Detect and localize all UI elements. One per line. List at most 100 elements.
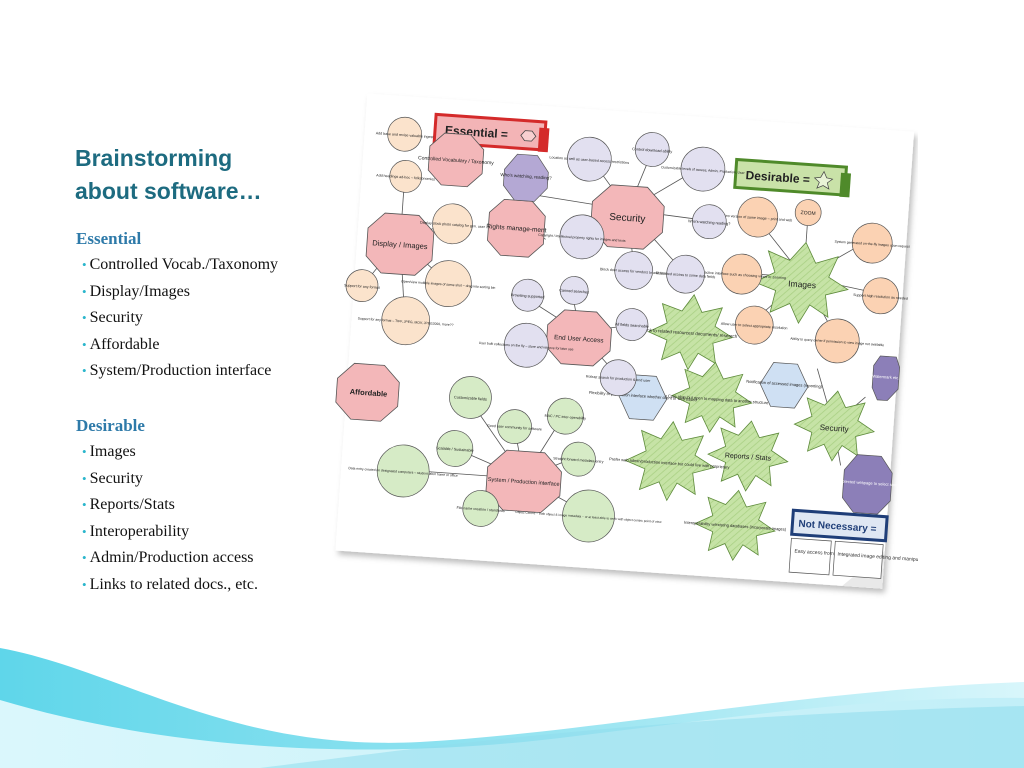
node-rights-management: Rights manage-ment — [486, 198, 547, 258]
desirable-list: •Images •Security •Reports/Stats •Intero… — [76, 439, 258, 598]
node-security-desirable: Security — [793, 390, 876, 462]
node-interoperability: Interoperability w/existing databases (i… — [684, 489, 787, 561]
svg-text:Scalable / Sustainable: Scalable / Sustainable — [436, 446, 474, 453]
legend-desirable: Desirable = — [733, 157, 852, 198]
node-location-restrictions: Location as well as user-based access re… — [549, 136, 629, 182]
node-customizable-fields: Customizable fields — [449, 376, 492, 419]
bullet-dot-icon: • — [82, 363, 87, 378]
list-item: •Interoperability — [82, 522, 190, 540]
svg-text:Location as well as user-based: Location as well as user-based access re… — [549, 155, 629, 165]
bullet-dot-icon: • — [82, 550, 87, 565]
node-dublin-core: Dublin Core okay but open to mapping dat… — [655, 361, 769, 434]
node-images-desirable: Images — [753, 241, 849, 325]
node-notification: Notification of accessed images (reporti… — [746, 362, 823, 409]
node-allow-user: Allow user to select appropriate resolut… — [721, 305, 788, 345]
slide-title-line-2: about software… — [75, 178, 262, 204]
svg-text:User built collections on the: User built collections on the fly – stor… — [479, 341, 574, 352]
bullet-dot-icon: • — [82, 257, 87, 272]
svg-text:Canned searches: Canned searches — [559, 288, 589, 294]
svg-text:Block door access for vendors: Block door access for vendors to and fro… — [600, 267, 667, 276]
svg-text:Support for any format – TIFF,: Support for any format – TIFF, JPEG, MOV… — [358, 316, 454, 327]
bullet-dot-icon: • — [82, 336, 87, 352]
section-heading-essential: Essential — [76, 229, 142, 248]
node-system-generated: System generated on-the-fly images upon … — [834, 222, 910, 264]
slide-title: Brainstorming about software… — [75, 142, 262, 208]
node-data-entry: Data entry created on designated compute… — [348, 444, 458, 498]
svg-text:File name creation / standards: File name creation / standards — [456, 506, 505, 513]
node-customizable-access: Customizable levels of access, Admin, Pr… — [661, 146, 746, 192]
svg-text:Copyright / intellectual prope: Copyright / intellectual property rights… — [538, 233, 626, 243]
svg-text:Customizable fields: Customizable fields — [454, 395, 487, 401]
node-mac-pc: MAC / PC inter-operability — [544, 397, 586, 435]
svg-text:Open/view multiple images of s: Open/view multiple images of same shot –… — [401, 279, 496, 290]
node-display-stock: Display stock photo catalog for gen. use… — [420, 203, 486, 245]
list-item: •System/Production interface — [82, 362, 272, 379]
integrated-editing-box — [832, 540, 884, 579]
slide-title-line-1: Brainstorming — [75, 145, 233, 171]
svg-text:Add headings ad-hoc – folksono: Add headings ad-hoc – folksonomies — [376, 173, 435, 181]
list-item: •Reports/Stats — [82, 496, 175, 513]
svg-text:Data entry created on designat: Data entry created on designated compute… — [348, 466, 458, 478]
svg-text:Browsing supported: Browsing supported — [511, 293, 545, 299]
node-password-protected: Password protected webpage to select sto… — [820, 454, 915, 515]
node-controlled-vocabulary: Controlled Vocabulary / Taxonomy — [418, 132, 494, 188]
essential-section: Essential •Controlled Vocab./Taxonomy •D… — [76, 226, 278, 385]
svg-text:Display stock photo catalog fo: Display stock photo catalog for gen. use… — [420, 221, 486, 230]
node-user-built: User built collections on the fly – stor… — [479, 322, 574, 368]
legend-not-necessary: Not Necessary = — [790, 508, 889, 543]
svg-text:Ability to query owner if perm: Ability to query owner if permission to … — [790, 337, 884, 348]
svg-text:Support for any format: Support for any format — [344, 283, 380, 289]
node-interactive-interface: Interactive interface such as choosing v… — [697, 253, 786, 295]
svg-text:Notification of accessed image: Notification of accessed images (reporti… — [746, 379, 823, 389]
node-canned-searches: Canned searches — [559, 276, 589, 305]
node-control-download: Control download ability — [632, 132, 672, 167]
svg-text:Robust search for production &: Robust search for production & end user — [586, 374, 651, 383]
node-watermark: Watermark etc. — [871, 355, 900, 401]
essential-list: •Controlled Vocab./Taxonomy •Display/Ima… — [76, 252, 278, 385]
node-support-any: Support for any format — [344, 269, 380, 302]
svg-text:Who's watching, reading?: Who's watching, reading? — [500, 172, 552, 181]
node-robust-search: Robust search for production & end user — [586, 359, 651, 397]
node-block-door: Block door access for vendors to and fro… — [600, 251, 667, 290]
list-item: •Security — [82, 309, 143, 326]
svg-text:Watermark etc.: Watermark etc. — [872, 373, 899, 380]
brainstorm-diagram-photo: Essential = Desirable = Not Necessary = … — [335, 93, 918, 589]
bullet-dot-icon: • — [82, 523, 87, 539]
list-item: •Security — [82, 469, 143, 487]
svg-text:Display / Images: Display / Images — [372, 238, 428, 251]
node-display-images: Display / Images — [365, 212, 435, 276]
list-item: •Admin/Production access — [82, 549, 254, 566]
bullet-dot-icon: • — [82, 470, 87, 486]
svg-text:Good user community for softwa: Good user community for software — [487, 424, 542, 432]
bullet-dot-icon: • — [82, 283, 87, 299]
section-heading-desirable: Desirable — [76, 416, 145, 435]
list-item: •Affordable — [82, 335, 160, 353]
svg-text:Customizable levels of access,: Customizable levels of access, Admin, Pr… — [661, 165, 746, 175]
svg-text:Security: Security — [609, 212, 646, 225]
svg-text:All fields searchable: All fields searchable — [615, 322, 649, 328]
bullet-dot-icon: • — [82, 576, 87, 592]
node-ability-to-query: Ability to query owner if permission to … — [790, 318, 884, 364]
svg-text:Rights manage-ment: Rights manage-ment — [486, 223, 547, 234]
node-affordable: Affordable — [335, 362, 400, 422]
node-support-formats: Support for any format – TIFF, JPEG, MOV… — [358, 296, 454, 346]
node-scalable: Scalable / Sustainable — [436, 430, 474, 467]
node-reports-stats: Reports / Stats — [707, 420, 789, 492]
svg-text:System generated on-the-fly im: System generated on-the-fly images upon … — [834, 239, 909, 248]
node-system-production-interface: System / Production interface — [485, 449, 562, 514]
node-good-user-community: Good user community for software — [487, 409, 542, 444]
svg-text:Support high resolution as nee: Support high resolution as needed — [853, 293, 908, 301]
svg-text:Password protected webpage to: Password protected webpage to select sto… — [820, 477, 915, 489]
node-admin-production: Prefer web admin/production interface bu… — [609, 420, 730, 502]
list-item: •Display/Images — [82, 282, 190, 300]
svg-text:Allow user to select appropria: Allow user to select appropriate resolut… — [721, 322, 788, 331]
svg-text:MAC / PC inter-operability: MAC / PC inter-operability — [544, 414, 586, 421]
node-restricted-access: Restricted access to some data fields — [656, 254, 716, 294]
node-all-fields: All fields searchable — [615, 308, 649, 341]
svg-text:Link to related resources/ doc: Link to related resources/ documents/ re… — [644, 327, 738, 339]
node-zoom: ZOOM — [794, 199, 822, 226]
node-whos-watching-purple: Who's watching, reading? — [500, 153, 552, 202]
easy-access-box — [788, 537, 832, 576]
decorative-wave — [0, 648, 1024, 768]
node-add-headings: Add headings ad-hoc – folksonomies — [376, 160, 435, 193]
